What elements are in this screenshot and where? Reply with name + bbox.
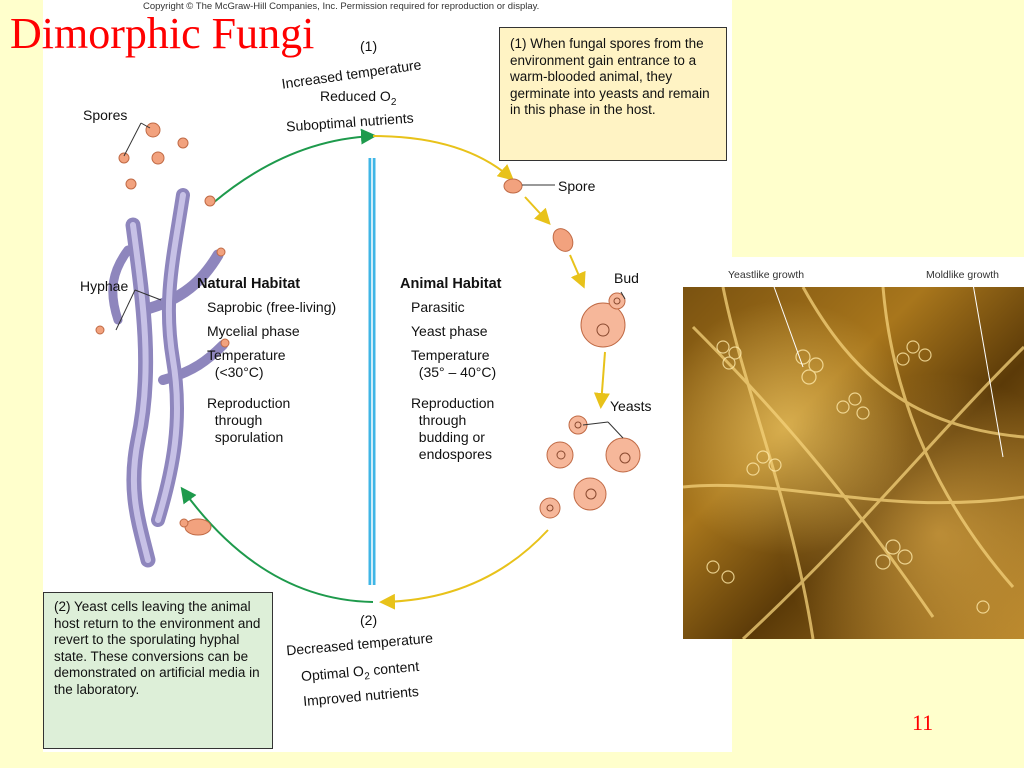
arrow-to-host [212,128,377,204]
arrow-to-bud [569,254,586,289]
top-marker: (1) [360,38,378,54]
natural-habitat-heading: Natural Habitat [197,276,301,292]
yeastlike-growth-label: Yeastlike growth [728,269,805,281]
moldlike-growth-label: Moldlike growth [926,269,999,281]
animal-habitat-item: Temperature (35° – 40°C) [411,347,497,380]
cycle-diagram [95,122,641,610]
spore-label: Spore [558,178,596,194]
micrograph-image [683,287,1024,639]
hyphae-label: Hyphae [80,278,129,294]
copyright-notice: Copyright © The McGraw-Hill Companies, I… [143,1,540,12]
bottom-marker: (2) [360,612,378,628]
page-number: 11 [912,710,934,735]
animal-habitat-item: Reproduction through budding or endospor… [411,395,495,462]
yeast-cells [539,415,641,519]
arrow-host-exit [379,529,549,610]
natural-habitat-item: Temperature (<30°C) [207,347,286,380]
natural-habitat-item: Mycelial phase [207,323,300,339]
animal-habitat-item: Yeast phase [411,323,488,339]
info-box-1: (1) When fungal spores from the environm… [499,27,727,161]
arrow-host-entry [372,135,515,181]
info-box-2: (2) Yeast cells leaving the animal host … [43,592,273,749]
arrow-to-yeasts [593,351,610,409]
arrow-spore-to-swelling [524,196,551,225]
bud-label: Bud [614,270,639,286]
yeasts-label: Yeasts [610,398,652,414]
slide-title: Dimorphic Fungi [10,9,315,58]
dimorphism-figure: Copyright © The McGraw-Hill Companies, I… [43,0,732,752]
micrograph-panel: Yeastlike growth Moldlike growth [683,257,1024,639]
environment-spores [118,122,216,207]
animal-habitat-item: Parasitic [411,299,465,315]
arrow-to-environment [180,486,374,603]
spores-label: Spores [83,107,128,123]
animal-habitat-heading: Animal Habitat [400,276,502,292]
top-condition-o2: Reduced O2 [320,88,397,108]
natural-habitat-item: Reproduction through sporulation [207,395,291,445]
natural-habitat-item: Saprobic (free-living) [207,299,337,315]
